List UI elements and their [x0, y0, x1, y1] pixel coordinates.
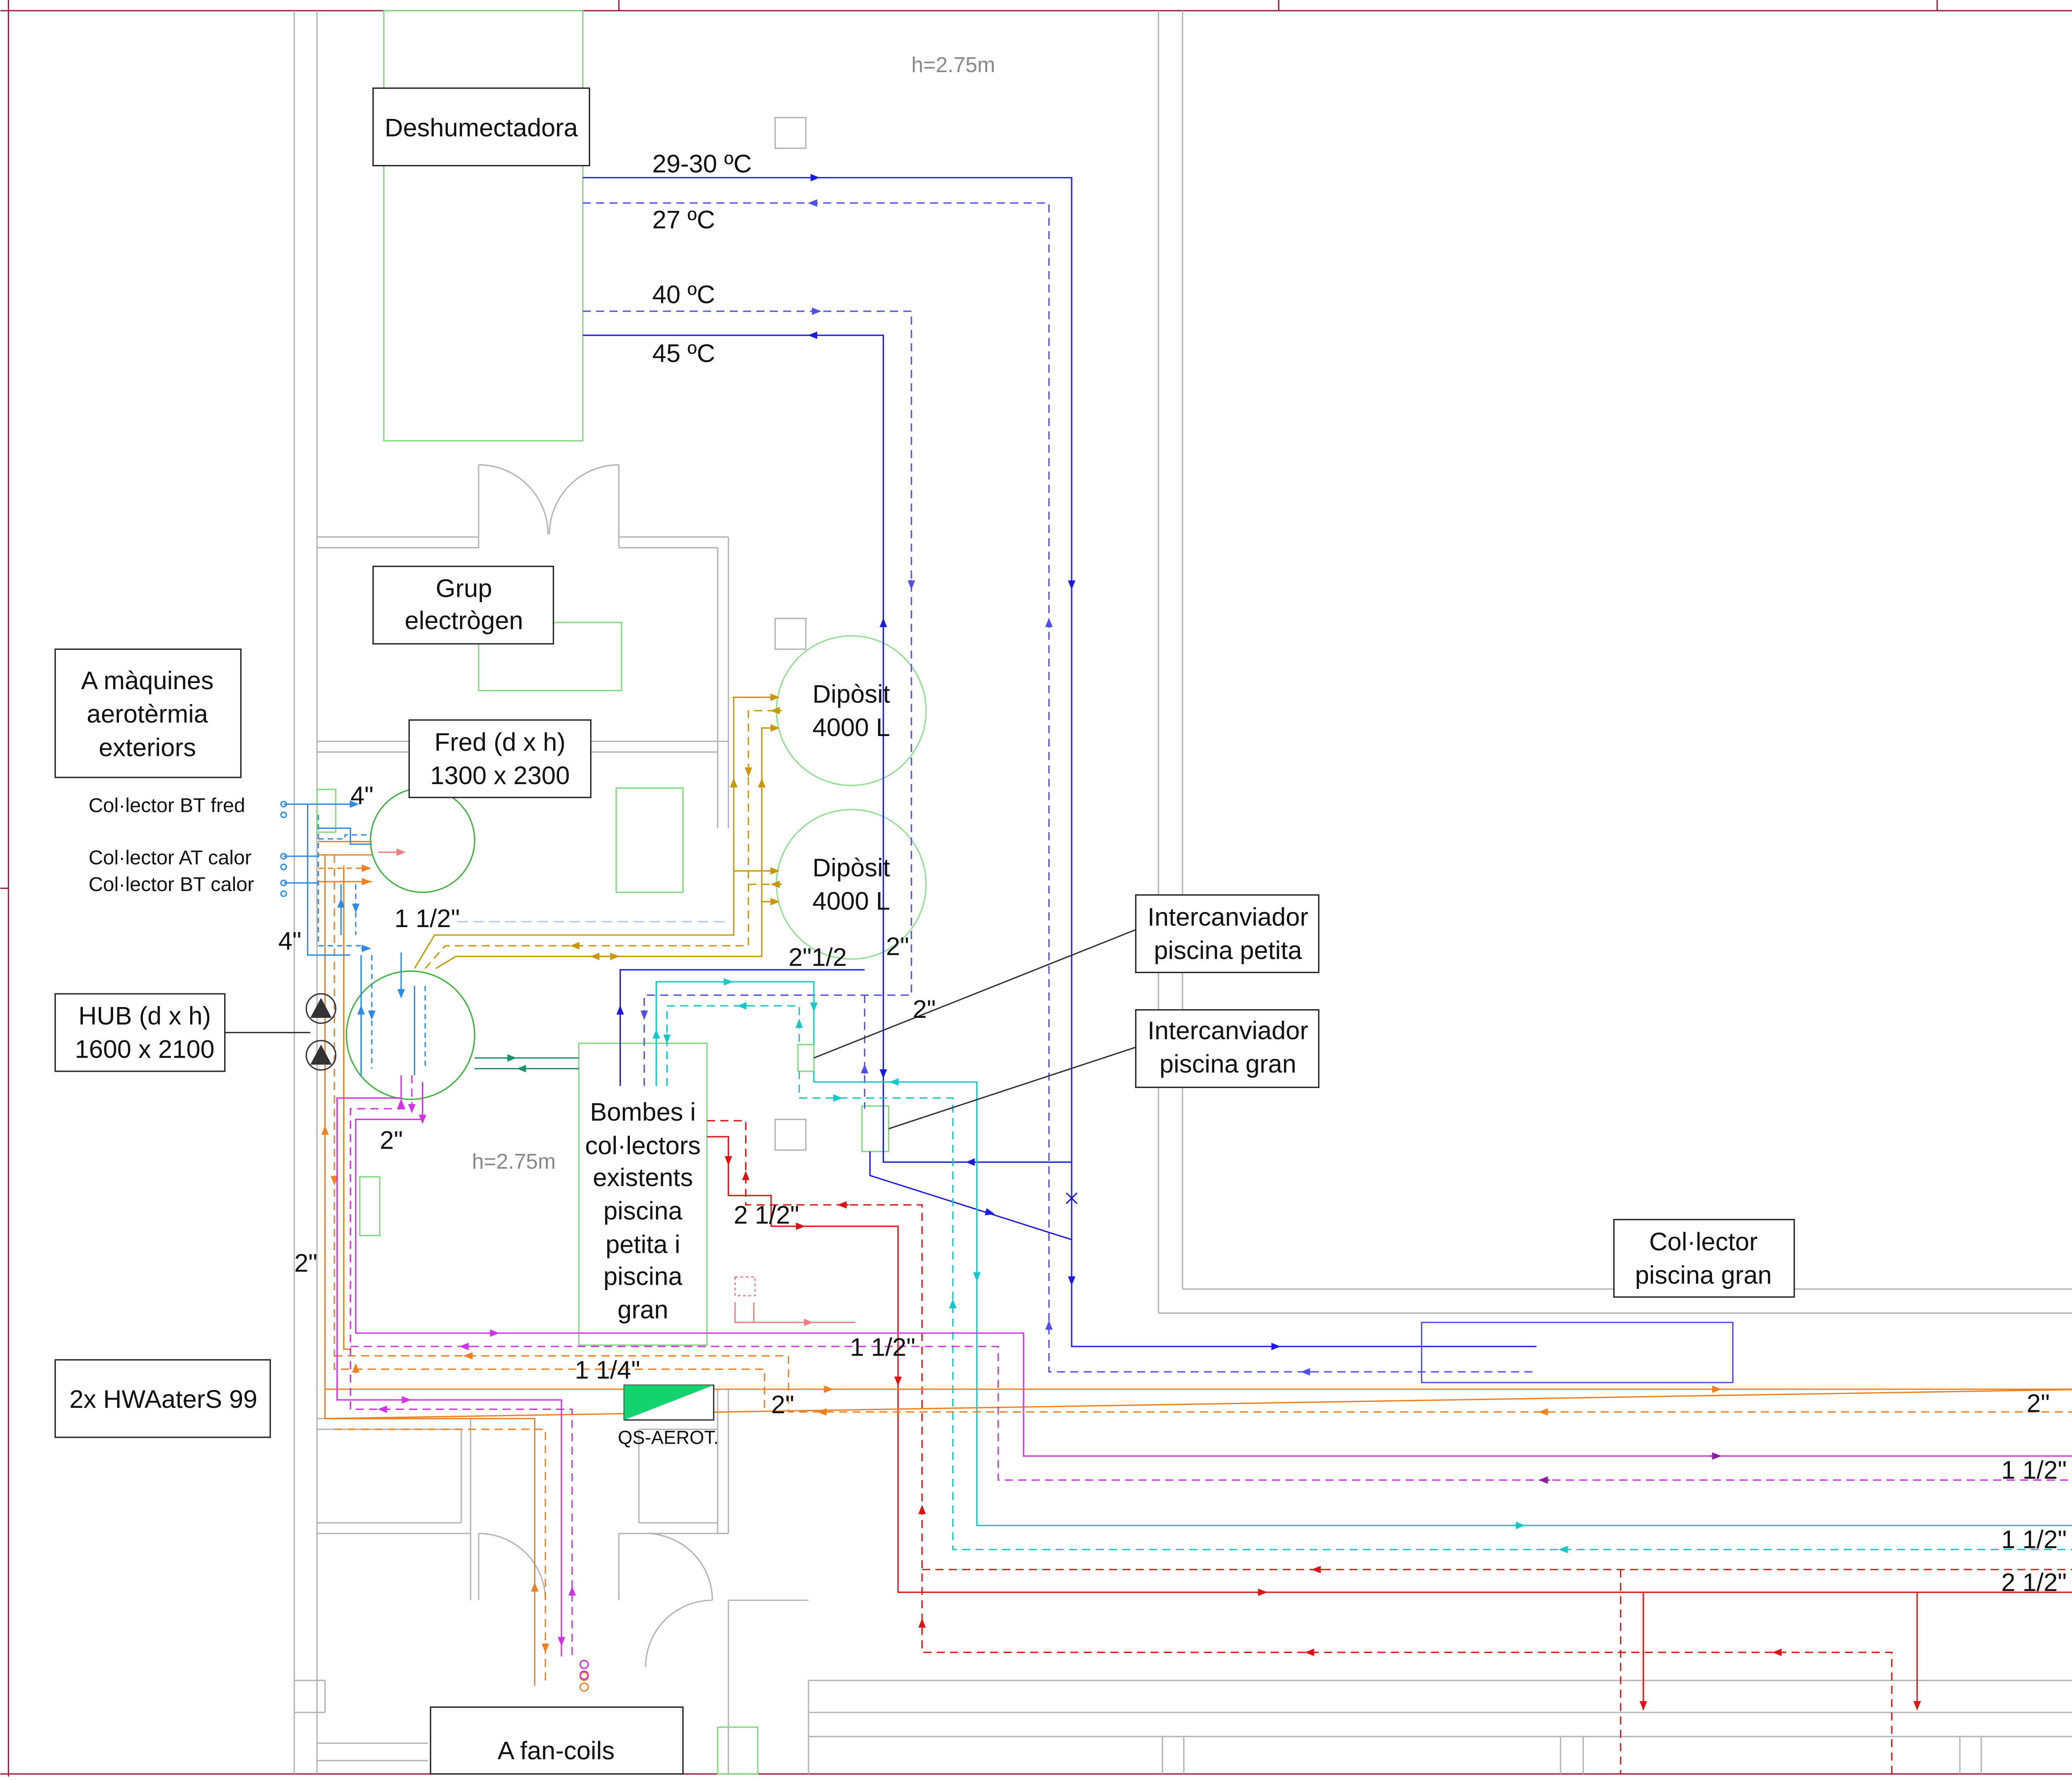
- pipes-cold: [280, 800, 426, 1075]
- cold-tank-label-2: 1300 x 2300: [430, 761, 570, 789]
- generator-label-2: electrògen: [405, 606, 523, 635]
- temp-29-30: 29-30 ºC: [652, 150, 752, 178]
- heaters-label: 2x HWAaterS 99: [69, 1385, 257, 1413]
- hub-label-2: 1600 x 2100: [75, 1035, 215, 1063]
- pool-collector-label-2: piscina gran: [1635, 1261, 1772, 1289]
- tank-2-label-2: 4000 L: [813, 887, 890, 915]
- exchanger-large-box: [1135, 1009, 1319, 1088]
- pipes-small-pool: [652, 978, 2072, 1553]
- panel-label: QS-AEROT.: [618, 1427, 719, 1448]
- pipes-magenta: [336, 1075, 2072, 1680]
- pipe-size-1-1-2-hub: 1 1/2": [395, 904, 460, 932]
- pipe-size-2in-exch: 2": [913, 995, 936, 1023]
- pipe-size-1-1-2-mid: 1 1/2": [850, 1333, 915, 1361]
- pumps-label-1: Bombes i: [590, 1098, 696, 1126]
- pipe-size-2in-right: 2": [2027, 1389, 2050, 1417]
- pumps-label-2: col·lectors: [585, 1131, 701, 1160]
- pipe-size-2in-left: 2": [294, 1249, 317, 1277]
- tank-2-label-1: Dipòsit: [813, 853, 890, 882]
- temp-40: 40 ºC: [652, 281, 715, 309]
- collector-bt-heat-label: Col·lector BT calor: [89, 873, 254, 896]
- hub-label-1: HUB (d x h): [78, 1002, 211, 1030]
- pool-collector-outline: [1421, 1322, 1734, 1383]
- hub-box: [54, 993, 226, 1072]
- pipe-size-4in-left: 4": [278, 927, 301, 955]
- leader-lines: [225, 929, 1136, 1130]
- pipe-size-2in-mid: 2": [771, 1390, 794, 1419]
- outdoor-label-1: A màquines: [81, 666, 214, 695]
- pumps-label-4: piscina: [603, 1197, 683, 1225]
- outdoor-label-2: aerotèrmia: [87, 700, 208, 728]
- pump-icon: [305, 1040, 336, 1071]
- cold-tank-box: [408, 719, 592, 798]
- height-note-mid: h=2.75m: [472, 1149, 556, 1173]
- equipment-outlines: [316, 10, 890, 1775]
- exchanger-small-box: [1135, 894, 1319, 974]
- hub-circle: [346, 970, 475, 1100]
- exchanger-large-label-2: piscina gran: [1159, 1050, 1296, 1078]
- pumps-label-5: petita i: [605, 1230, 680, 1258]
- generator-box: [372, 566, 554, 645]
- fan-coils-label: A fan-coils: [498, 1736, 615, 1765]
- pipe-size-4in-top: 4": [351, 781, 374, 809]
- pipes-tanks: [414, 693, 782, 969]
- pipes-large-pool: [707, 1120, 2072, 1774]
- tank-1-circle: [776, 635, 927, 786]
- collector-at-heat-label: Col·lector AT calor: [89, 846, 252, 869]
- pipe-size-2-1-2-red: 2 1/2": [734, 1201, 799, 1229]
- pipe-size-1-1-2-r1: 1 1/2": [2001, 1456, 2067, 1484]
- pipe-size-2-1-2-a: 2"1/2: [789, 943, 847, 971]
- pump-icon: [305, 993, 336, 1024]
- exchanger-small-label-2: piscina petita: [1154, 936, 1302, 964]
- temp-45: 45 ºC: [652, 339, 715, 367]
- fan-coils-box: [430, 1706, 684, 1775]
- pool-collector-label-1: Col·lector: [1649, 1228, 1758, 1256]
- heaters-box: [54, 1359, 271, 1438]
- dehumidifier-box: [372, 87, 591, 167]
- outdoor-machines-box: [54, 648, 242, 778]
- generator-label-1: Grup: [436, 574, 492, 603]
- dehumidifier-label: Deshumectadora: [385, 114, 578, 142]
- pipes-orange: [318, 840, 2072, 1692]
- collector-bt-cold-label: Col·lector BT fred: [89, 794, 245, 817]
- pumps-label-6: piscina: [603, 1262, 683, 1291]
- cold-tank-label-1: Fred (d x h): [434, 728, 565, 756]
- building-walls: [293, 10, 2072, 1774]
- pipes-teal: [474, 1054, 579, 1073]
- pool-collector-box: [1613, 1219, 1795, 1298]
- pipes-pink: [734, 1276, 855, 1326]
- tank-1-label-2: 4000 L: [813, 713, 890, 741]
- pipe-size-1-1-4: 1 1/4": [575, 1356, 640, 1384]
- pipe-size-2in-tank: 2": [886, 932, 909, 961]
- pump-icons: [305, 993, 336, 1071]
- outdoor-label-3: exteriors: [99, 733, 196, 761]
- temp-27: 27 ºC: [652, 206, 715, 234]
- exchanger-large-label-1: Intercanviador: [1147, 1017, 1308, 1045]
- height-note-top: h=2.75m: [911, 53, 995, 77]
- pumps-label-3: existents: [593, 1163, 693, 1192]
- pipes-dehumidifier: [583, 174, 1537, 1376]
- cold-tank-circle: [370, 787, 475, 893]
- pipe-size-2-1-2-r: 2 1/2": [2001, 1568, 2067, 1596]
- tank-1-label-1: Dipòsit: [813, 680, 890, 708]
- pipe-size-2in-hub: 2": [380, 1126, 403, 1154]
- pumps-label-7: gran: [617, 1296, 668, 1324]
- exchanger-small-label-1: Intercanviador: [1147, 903, 1308, 931]
- pipe-size-1-1-2-r2: 1 1/2": [2001, 1526, 2067, 1554]
